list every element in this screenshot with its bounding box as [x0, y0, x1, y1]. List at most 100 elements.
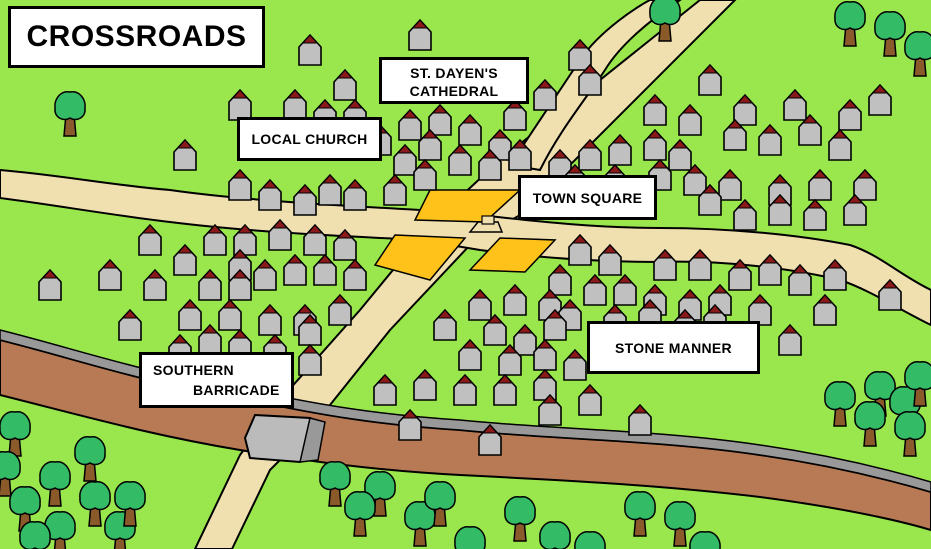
house-icon — [418, 128, 442, 161]
house-icon — [608, 133, 632, 166]
house-icon — [698, 183, 722, 216]
house-icon — [533, 368, 557, 401]
tree-icon — [539, 521, 571, 549]
house-icon — [118, 308, 142, 341]
house-icon — [178, 298, 202, 331]
house-icon — [513, 323, 537, 356]
house-icon — [483, 313, 507, 346]
house-icon — [578, 383, 602, 416]
label-town-square: TOWN SQUARE — [518, 175, 657, 220]
house-icon — [298, 313, 322, 346]
house-icon — [143, 268, 167, 301]
house-icon — [173, 138, 197, 171]
north-road — [508, 0, 682, 172]
southern-barricade-wall — [243, 413, 326, 464]
house-icon — [598, 243, 622, 276]
house-icon — [398, 408, 422, 441]
label-southern-barricade: SOUTHERN BARRICADE — [139, 352, 294, 408]
house-icon — [298, 33, 322, 66]
house-icon — [313, 253, 337, 286]
house-icon — [548, 148, 572, 181]
house-icon — [813, 293, 837, 326]
house-icon — [293, 183, 317, 216]
house-icon — [333, 68, 357, 101]
house-icon — [758, 253, 782, 286]
tree-icon — [874, 11, 906, 57]
house-icon — [548, 263, 572, 296]
house-icon — [98, 258, 122, 291]
tree-icon — [319, 461, 351, 507]
house-icon — [413, 158, 437, 191]
house-icon — [328, 293, 352, 326]
house-icon — [808, 168, 832, 201]
house-icon — [733, 198, 757, 231]
house-icon — [853, 168, 877, 201]
house-icon — [38, 268, 62, 301]
house-icon — [283, 253, 307, 286]
tree-icon — [854, 401, 886, 447]
tree-icon — [424, 481, 456, 527]
house-icon — [613, 273, 637, 306]
house-icon — [733, 93, 757, 126]
house-icon — [268, 218, 292, 251]
label-barricade-line1: SOUTHERN — [153, 362, 234, 378]
house-icon — [798, 113, 822, 146]
house-icon — [203, 223, 227, 256]
house-icon — [533, 78, 557, 111]
house-icon — [668, 138, 692, 171]
house-icon — [373, 373, 397, 406]
house-icon — [428, 103, 452, 136]
house-icon — [413, 368, 437, 401]
house-icon — [768, 193, 792, 226]
town-square-plaza — [373, 189, 557, 281]
house-icon — [343, 178, 367, 211]
house-icon — [408, 18, 432, 51]
house-icon — [498, 343, 522, 376]
house-icon — [758, 123, 782, 156]
house-icon — [488, 128, 512, 161]
tree-icon — [19, 521, 51, 549]
label-cathedral-line2: CATHEDRAL — [409, 83, 499, 99]
tree-icon — [79, 481, 111, 527]
house-icon — [578, 63, 602, 96]
house-icon — [458, 113, 482, 146]
house-icon — [683, 163, 707, 196]
house-icon — [823, 258, 847, 291]
house-icon — [228, 268, 252, 301]
tree-icon — [504, 496, 536, 542]
tree-icon — [344, 491, 376, 537]
house-icon — [508, 138, 532, 171]
house-icon — [253, 258, 277, 291]
house-icon — [478, 148, 502, 181]
house-icon — [448, 143, 472, 176]
tree-icon — [74, 436, 106, 482]
house-icon — [173, 243, 197, 276]
house-icon — [783, 88, 807, 121]
tree-icon — [664, 501, 696, 547]
house-icon — [718, 168, 742, 201]
house-icon — [628, 403, 652, 436]
tree-icon — [404, 501, 436, 547]
house-icon — [503, 98, 527, 131]
tree-icon — [54, 91, 86, 137]
houses — [38, 18, 902, 456]
house-icon — [493, 373, 517, 406]
house-icon — [503, 283, 527, 316]
house-icon — [298, 343, 322, 376]
house-icon — [678, 103, 702, 136]
house-icon — [578, 138, 602, 171]
tree-icon — [454, 526, 486, 549]
house-icon — [398, 108, 422, 141]
house-icon — [728, 258, 752, 291]
house-icon — [198, 268, 222, 301]
house-icon — [478, 423, 502, 456]
house-icon — [458, 338, 482, 371]
house-icon — [643, 93, 667, 126]
tree-icon — [0, 411, 31, 457]
house-icon — [393, 143, 417, 176]
house-icon — [878, 278, 902, 311]
house-icon — [318, 173, 342, 206]
tree-icon — [894, 411, 926, 457]
tree-icon — [689, 531, 721, 549]
house-icon — [803, 198, 827, 231]
